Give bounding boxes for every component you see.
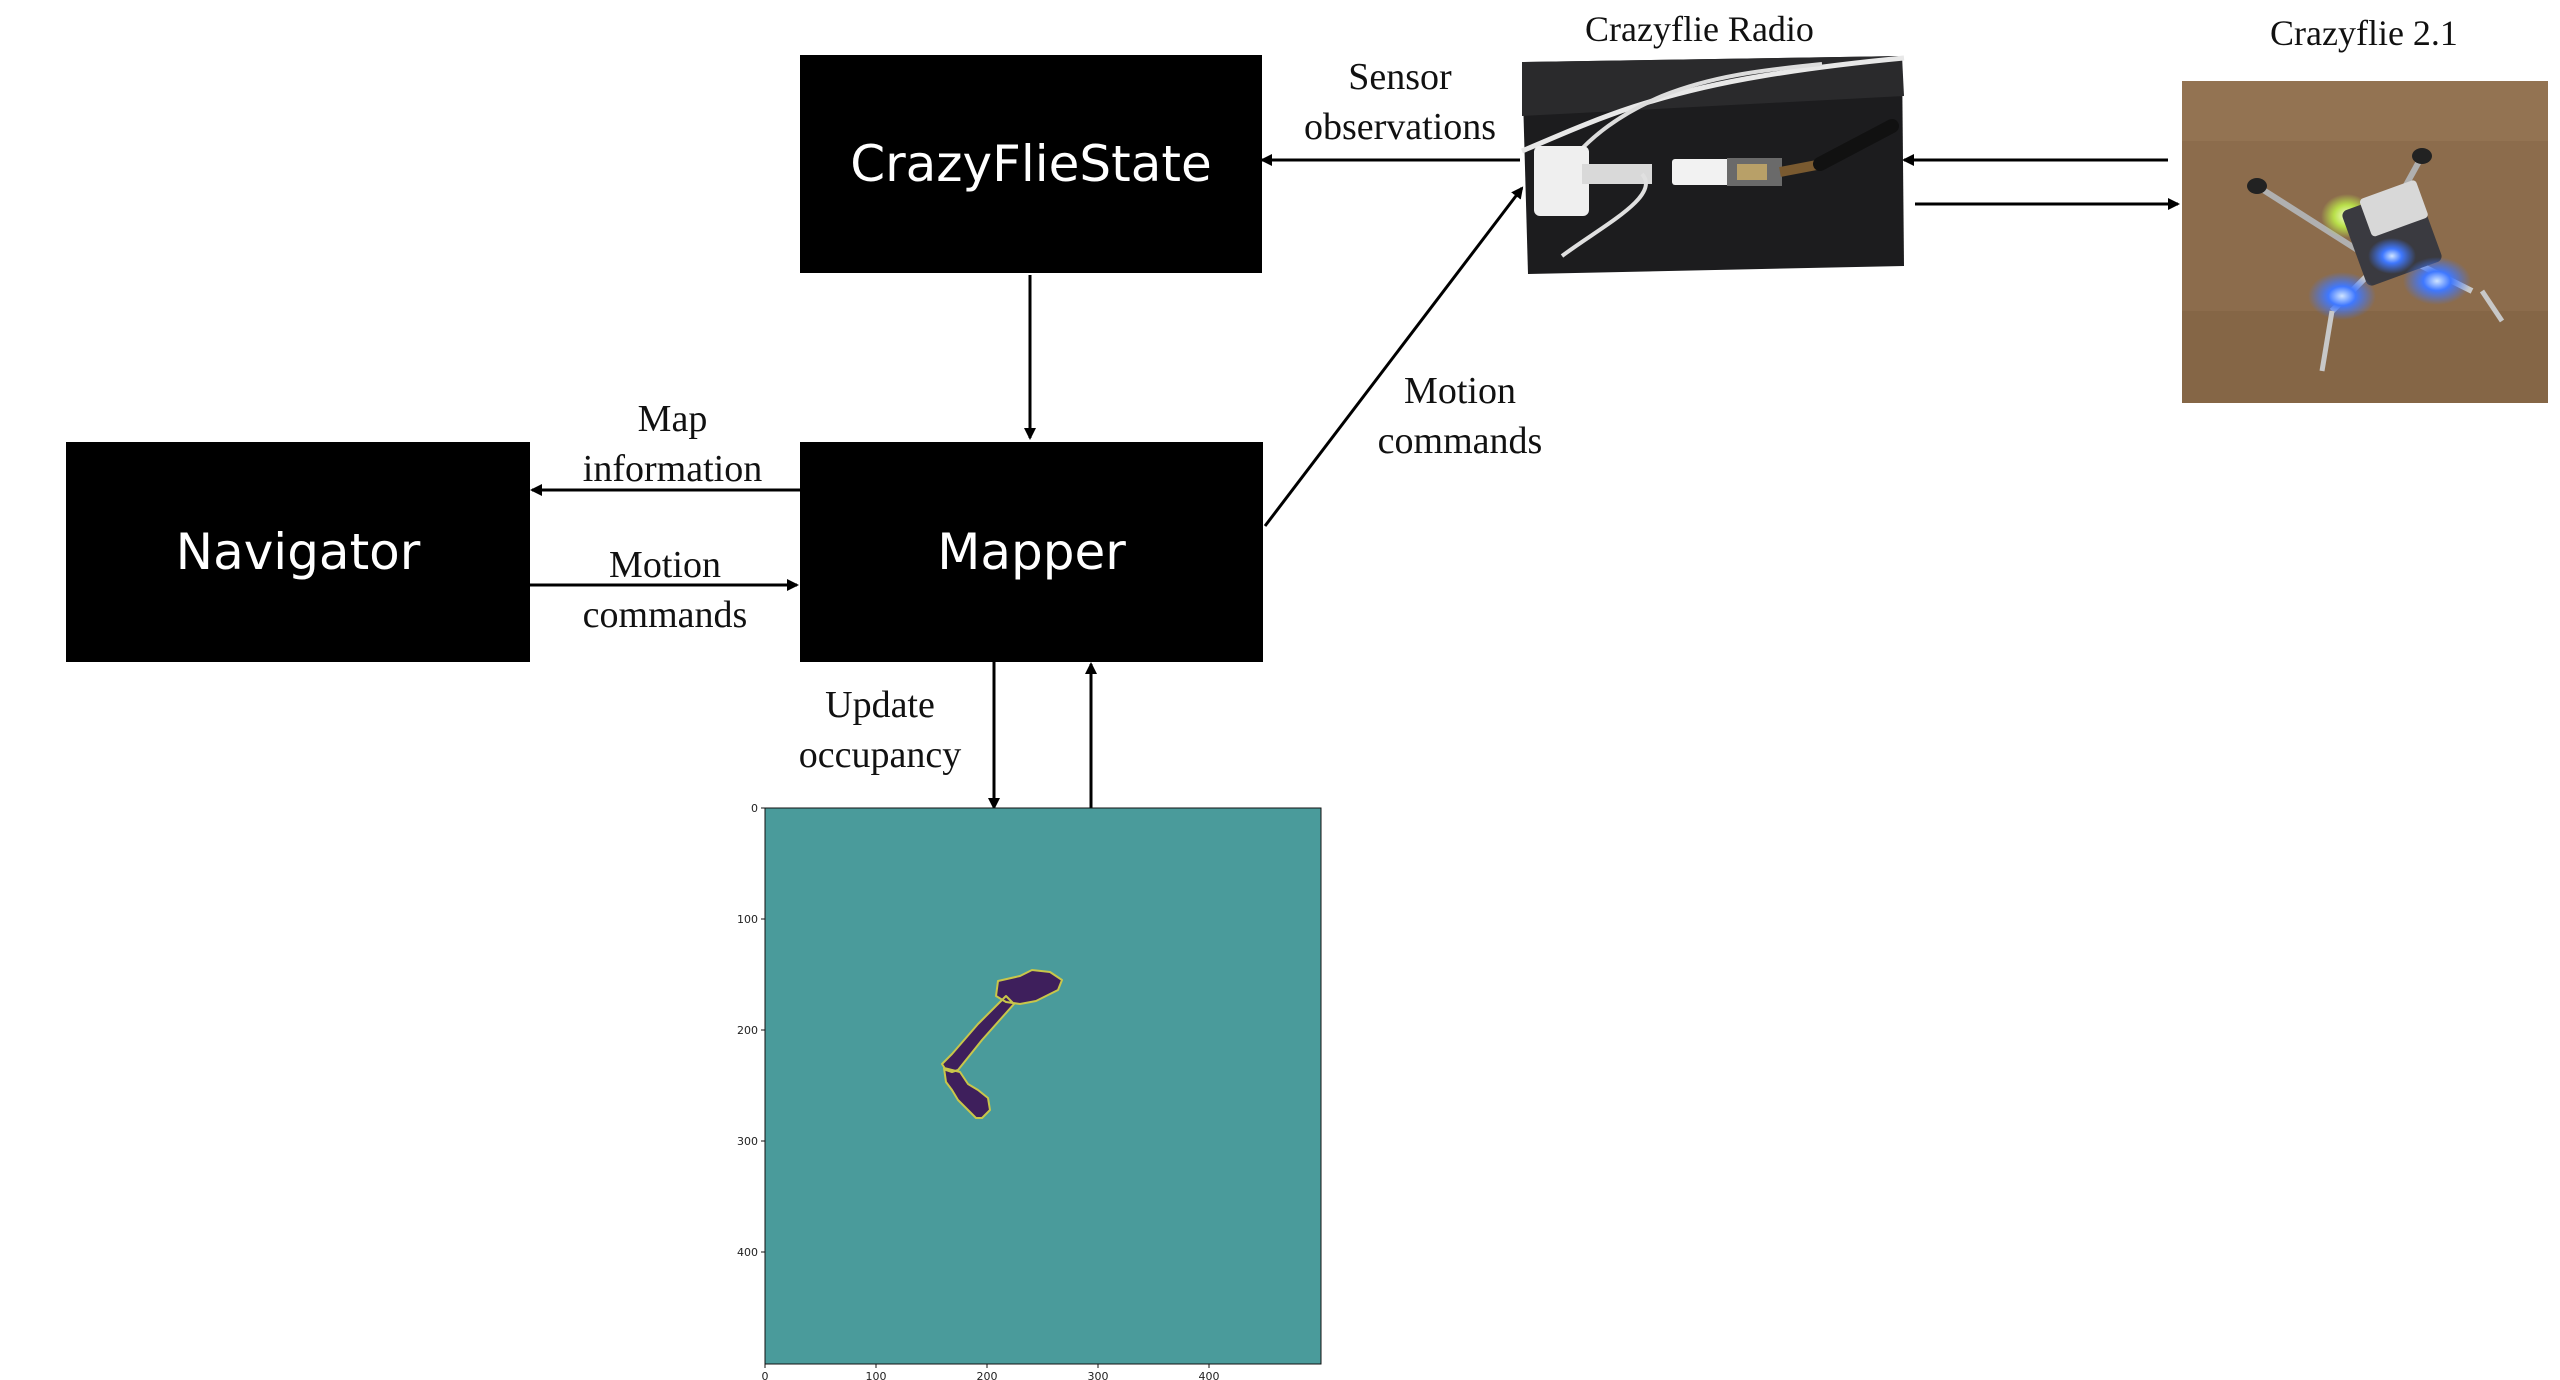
y-tick-0: 0 [751, 802, 758, 815]
crazyfliestate-node: CrazyFlieState [800, 55, 1262, 273]
x-tick-0: 0 [762, 1370, 769, 1380]
x-tick-300: 300 [1088, 1370, 1109, 1380]
x-axis: 0 100 200 300 400 [762, 1364, 1220, 1380]
mapper-label: Mapper [937, 523, 1126, 581]
radio-title: Crazyflie Radio [1585, 9, 1814, 49]
y-tick-400: 400 [737, 1246, 758, 1259]
drone-title: Crazyflie 2.1 [2270, 13, 2458, 53]
x-tick-100: 100 [866, 1370, 887, 1380]
y-tick-100: 100 [737, 913, 758, 926]
map-information-label: Map information [582, 398, 763, 490]
y-tick-200: 200 [737, 1024, 758, 1037]
navigator-node: Navigator [66, 442, 530, 662]
x-tick-400: 400 [1199, 1370, 1220, 1380]
mapper-node: Mapper [800, 442, 1263, 662]
crazyflie-radio-photo [1521, 55, 1905, 274]
y-axis: 0 100 200 300 400 [737, 802, 765, 1259]
crazyflie-drone-photo [2182, 81, 2548, 403]
arrow-mapper-to-radio [1263, 186, 1524, 527]
navigator-label: Navigator [175, 523, 421, 581]
y-tick-300: 300 [737, 1135, 758, 1148]
sensor-observations-label: Sensor observations [1303, 56, 1497, 148]
occupancy-grid-plot: 0 100 200 300 400 0 100 200 300 400 [720, 800, 1340, 1380]
update-occupancy-label: Update occupancy [798, 684, 962, 776]
explored-region [941, 969, 1063, 1119]
motion-commands-nav-label: Motion commands [582, 544, 748, 636]
occupancy-grid-image [764, 807, 1322, 1365]
x-tick-200: 200 [977, 1370, 998, 1380]
motion-commands-radio-label: Motion commands [1377, 370, 1543, 462]
crazyfliestate-label: CrazyFlieState [850, 135, 1212, 193]
